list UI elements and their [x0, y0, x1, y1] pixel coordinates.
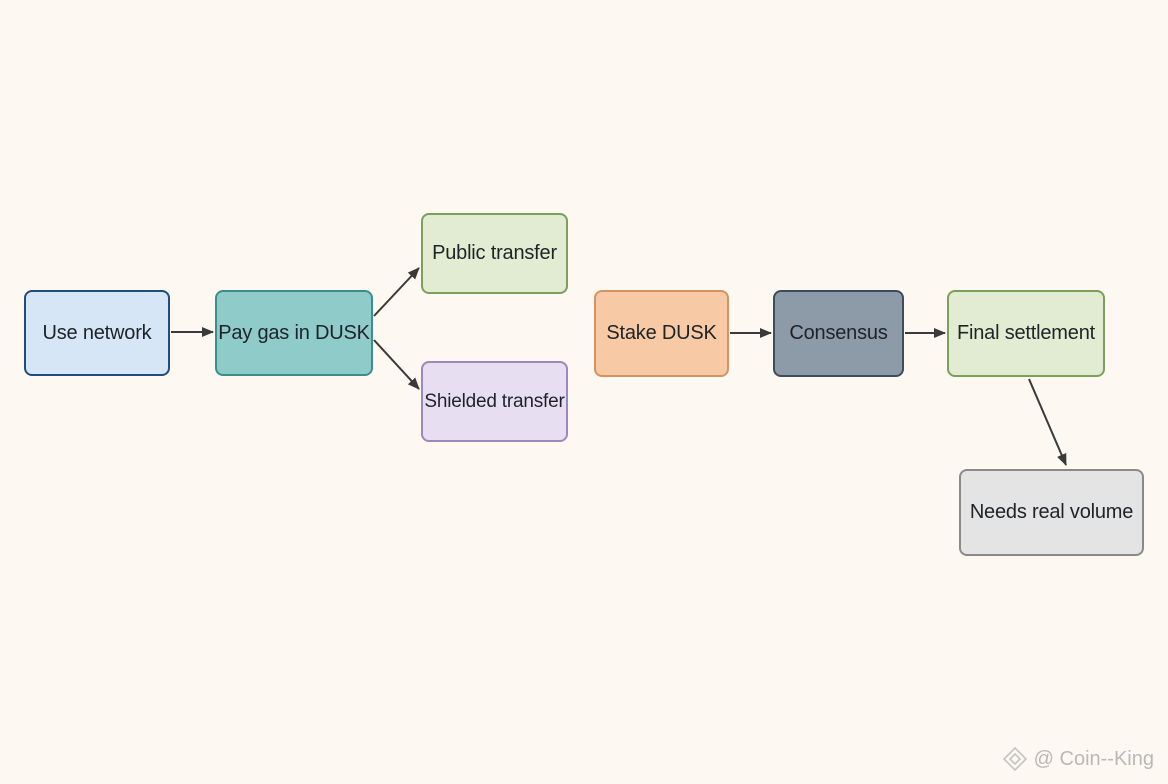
binance-square-logo-icon — [1002, 746, 1027, 772]
watermark: @ Coin--King — [1002, 746, 1154, 772]
edge-pay-gas-to-shielded-transfer — [373, 339, 420, 390]
node-final-settlement: Final settlement — [947, 290, 1105, 377]
node-shielded-transfer: Shielded transfer — [421, 361, 568, 442]
node-stake-dusk: Stake DUSK — [594, 290, 729, 377]
edge-final-settlement-to-needs-real-volume — [1028, 378, 1067, 466]
node-pay-gas-in-dusk: Pay gas in DUSK — [215, 290, 373, 376]
edge-pay-gas-to-public-transfer — [373, 267, 420, 317]
node-public-transfer: Public transfer — [421, 213, 568, 294]
watermark-text: @ Coin--King — [1033, 747, 1154, 770]
node-consensus: Consensus — [773, 290, 904, 377]
node-needs-real-volume: Needs real volume — [959, 469, 1144, 556]
node-use-network: Use network — [24, 290, 170, 376]
